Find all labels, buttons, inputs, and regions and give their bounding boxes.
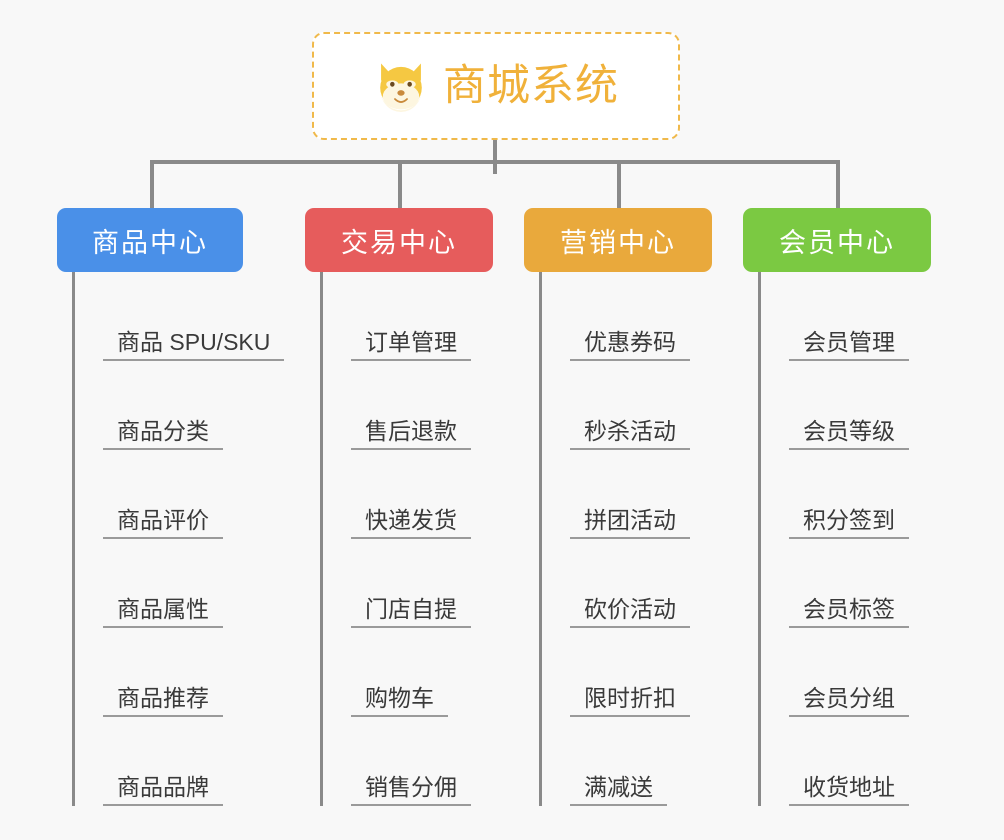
list-item[interactable]: 商品推荐 [75, 628, 284, 717]
leaf-label: 商品评价 [103, 507, 223, 539]
leaf-label: 商品推荐 [103, 685, 223, 717]
root-node[interactable]: 商城系统 [312, 32, 680, 140]
list-item[interactable]: 会员等级 [761, 361, 931, 450]
branch-header-label: 营销中心 [560, 227, 676, 258]
list-item[interactable]: 积分签到 [761, 450, 931, 539]
leaf-label: 限时折扣 [570, 685, 690, 717]
list-item[interactable]: 秒杀活动 [542, 361, 712, 450]
leaf-label: 门店自提 [351, 596, 471, 628]
branch-trade-center: 交易中心 订单管理 售后退款 快递发货 门店自提 购物车 销售分佣 [305, 208, 493, 806]
leaf-label: 会员管理 [789, 329, 909, 361]
list-item[interactable]: 会员管理 [761, 272, 931, 361]
leaf-label: 会员标签 [789, 596, 909, 628]
leaf-label: 快递发货 [351, 507, 471, 539]
list-item[interactable]: 满减送 [542, 717, 712, 806]
list-item[interactable]: 销售分佣 [323, 717, 493, 806]
list-item[interactable]: 砍价活动 [542, 539, 712, 628]
branch-items-trade-center: 订单管理 售后退款 快递发货 门店自提 购物车 销售分佣 [320, 272, 493, 806]
branch-member-center: 会员中心 会员管理 会员等级 积分签到 会员标签 会员分组 收货地址 [743, 208, 931, 806]
leaf-label: 商品品牌 [103, 774, 223, 806]
list-item[interactable]: 会员分组 [761, 628, 931, 717]
leaf-label: 会员分组 [789, 685, 909, 717]
list-item[interactable]: 商品 SPU/SKU [75, 272, 285, 361]
list-item[interactable]: 会员标签 [761, 539, 931, 628]
branch-product-center: 商品中心 商品 SPU/SKU 商品分类 商品评价 商品属性 商品推荐 商品品牌 [57, 208, 285, 806]
list-item[interactable]: 商品品牌 [75, 717, 284, 806]
leaf-label: 砍价活动 [570, 596, 690, 628]
list-item[interactable]: 订单管理 [323, 272, 493, 361]
list-item[interactable]: 限时折扣 [542, 628, 712, 717]
list-item[interactable]: 商品分类 [75, 361, 284, 450]
branch-items-marketing-center: 优惠券码 秒杀活动 拼团活动 砍价活动 限时折扣 满减送 [539, 272, 712, 806]
leaf-label: 售后退款 [351, 418, 471, 450]
list-item[interactable]: 优惠券码 [542, 272, 712, 361]
leaf-label: 积分签到 [789, 507, 909, 539]
leaf-label: 销售分佣 [351, 774, 471, 806]
list-item[interactable]: 商品属性 [75, 539, 284, 628]
list-item[interactable]: 收货地址 [761, 717, 931, 806]
connector-drop-marketing-center [617, 160, 621, 210]
branch-header-marketing-center[interactable]: 营销中心 [524, 208, 712, 272]
list-item[interactable]: 购物车 [323, 628, 493, 717]
leaf-label: 购物车 [351, 685, 448, 717]
leaf-label: 商品 SPU/SKU [103, 329, 285, 361]
connector-horizontal-bus [150, 160, 840, 164]
branch-header-label: 会员中心 [779, 227, 895, 258]
leaf-label: 收货地址 [789, 774, 909, 806]
leaf-label: 会员等级 [789, 418, 909, 450]
leaf-label: 商品属性 [103, 596, 223, 628]
leaf-label: 商品分类 [103, 418, 223, 450]
root-title: 商城系统 [443, 61, 619, 110]
branch-items-product-center: 商品 SPU/SKU 商品分类 商品评价 商品属性 商品推荐 商品品牌 [72, 272, 285, 806]
list-item[interactable]: 售后退款 [323, 361, 493, 450]
connector-drop-product-center [150, 160, 154, 210]
list-item[interactable]: 快递发货 [323, 450, 493, 539]
leaf-label: 优惠券码 [570, 329, 690, 361]
connector-root-stem [493, 140, 497, 174]
list-item[interactable]: 商品评价 [75, 450, 284, 539]
branch-header-label: 商品中心 [92, 227, 208, 258]
leaf-label: 订单管理 [351, 329, 471, 361]
branch-items-member-center: 会员管理 会员等级 积分签到 会员标签 会员分组 收货地址 [758, 272, 931, 806]
leaf-label: 满减送 [570, 774, 667, 806]
leaf-label: 秒杀活动 [570, 418, 690, 450]
leaf-label: 拼团活动 [570, 507, 690, 539]
connector-drop-member-center [836, 160, 840, 210]
list-item[interactable]: 门店自提 [323, 539, 493, 628]
list-item[interactable]: 拼团活动 [542, 450, 712, 539]
branch-marketing-center: 营销中心 优惠券码 秒杀活动 拼团活动 砍价活动 限时折扣 满减送 [524, 208, 712, 806]
connector-drop-trade-center [398, 160, 402, 210]
dog-face-icon [380, 63, 422, 112]
branch-header-member-center[interactable]: 会员中心 [743, 208, 931, 272]
branch-header-trade-center[interactable]: 交易中心 [305, 208, 493, 272]
branch-header-product-center[interactable]: 商品中心 [57, 208, 243, 272]
branch-header-label: 交易中心 [341, 227, 457, 258]
